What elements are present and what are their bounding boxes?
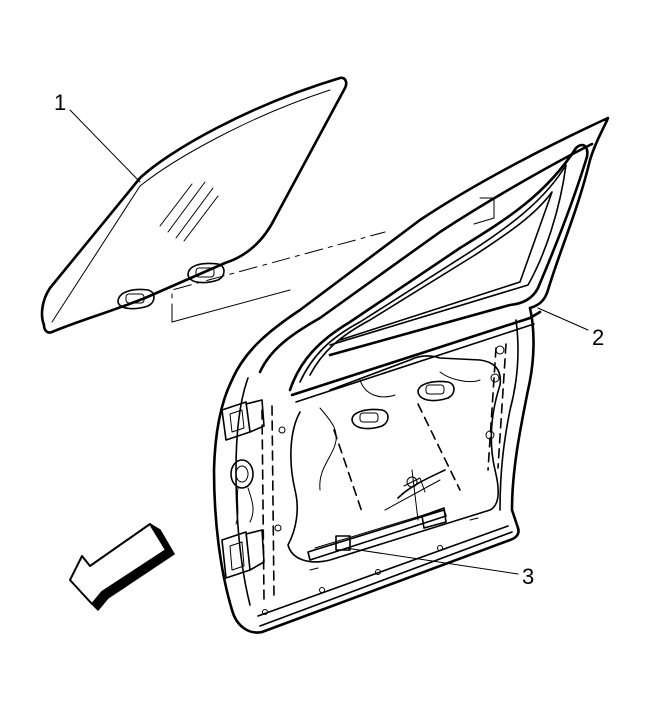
wiring-grommet — [230, 459, 254, 525]
callout-1: 1 — [54, 90, 141, 183]
window-regulator — [307, 469, 447, 561]
door-frame — [212, 116, 610, 634]
callout-3: 3 — [345, 547, 534, 589]
callout-label-2: 2 — [592, 325, 604, 350]
glass-clamp-front — [117, 288, 155, 310]
forward-arrow-icon — [69, 523, 175, 611]
callout-label-1: 1 — [54, 90, 66, 115]
callout-2: 2 — [537, 307, 604, 350]
upper-hinge — [221, 399, 265, 441]
window-glass — [40, 76, 348, 334]
alignment-line — [171, 231, 386, 323]
callout-label-3: 3 — [522, 564, 534, 589]
